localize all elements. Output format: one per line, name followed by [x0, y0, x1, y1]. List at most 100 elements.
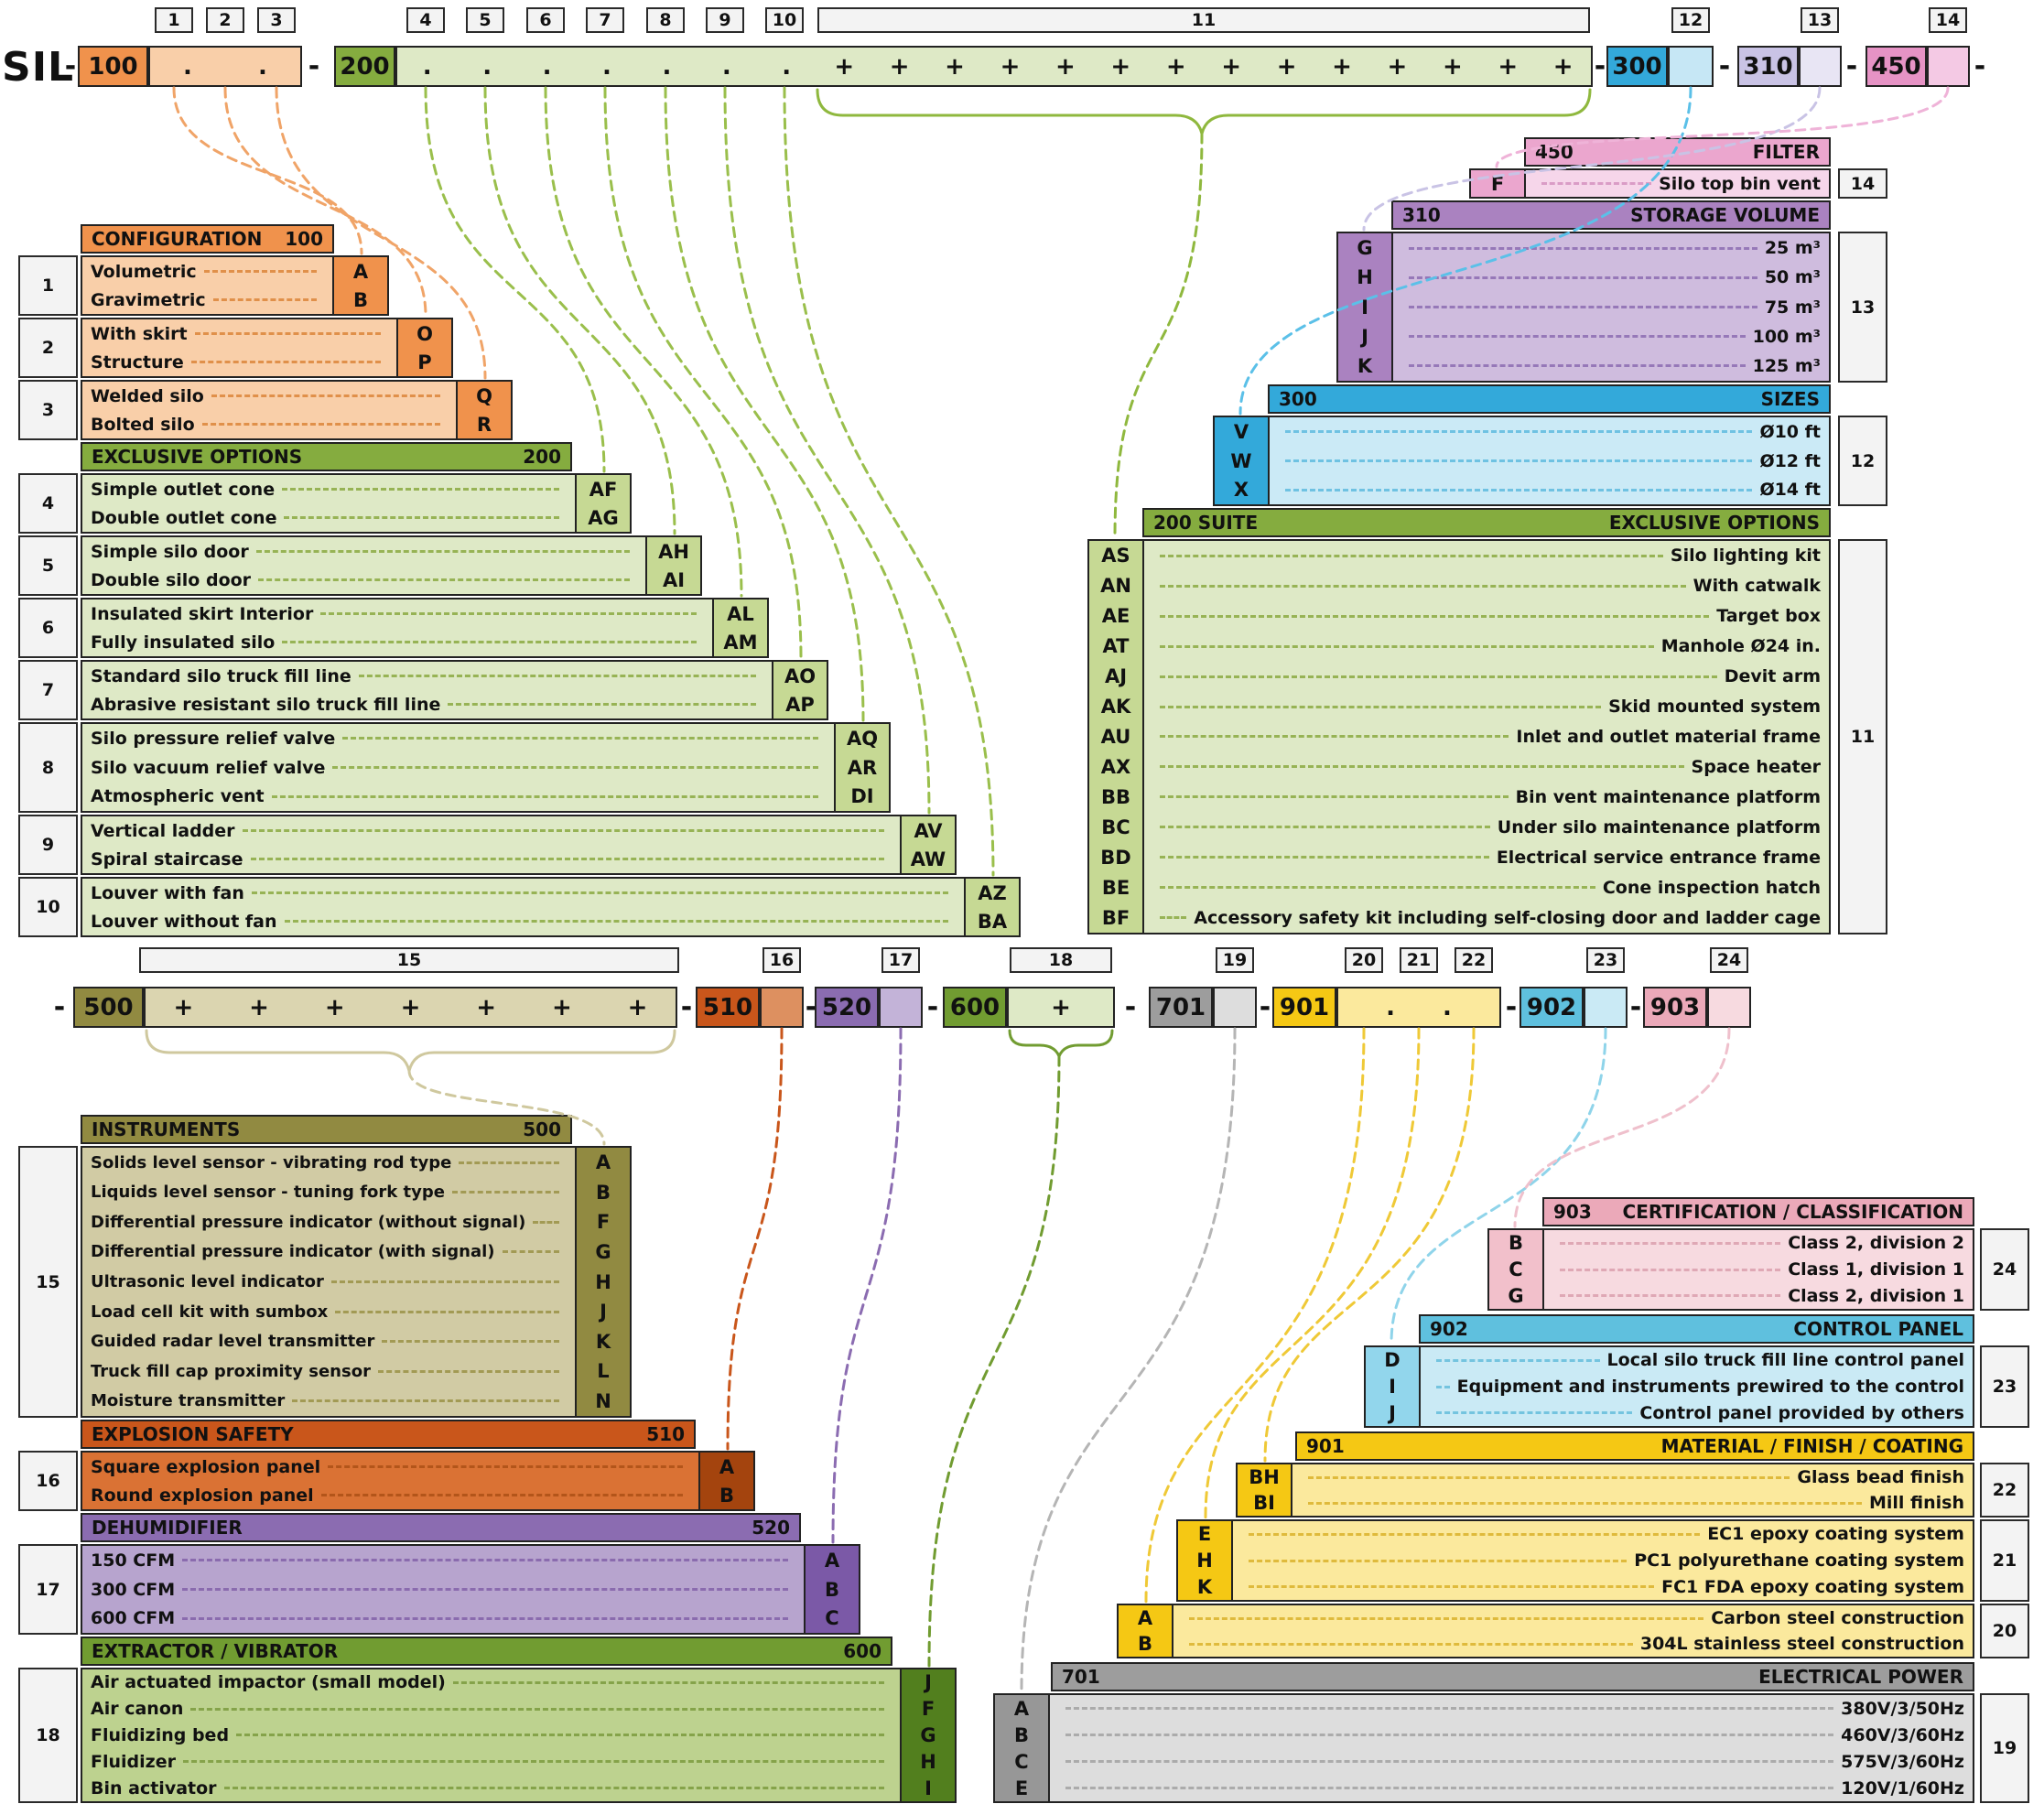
connector-seg520	[831, 1027, 903, 1544]
header-code: 500	[523, 1118, 561, 1140]
code-cell: G	[1357, 237, 1373, 260]
leader-line	[203, 270, 317, 273]
code-cell: A	[824, 1549, 840, 1572]
leader-line	[258, 578, 630, 581]
ruler-box-6: 6	[526, 7, 565, 33]
option-label: 125 m³	[1752, 355, 1821, 376]
plus: +	[173, 993, 194, 1021]
leader-line	[1160, 856, 1489, 859]
leader-line	[1436, 1411, 1633, 1415]
leader-line	[1249, 1532, 1701, 1536]
option-row: 150 CFM	[82, 1546, 804, 1575]
code-cell: AI	[662, 568, 686, 591]
connector-seg600	[927, 1054, 1061, 1668]
leader-line	[332, 766, 818, 769]
code-cell: AT	[1102, 635, 1130, 658]
code-cell: I	[1389, 1376, 1396, 1398]
code-cell: AU	[1100, 725, 1131, 748]
option-label: Cone inspection hatch	[1602, 877, 1821, 898]
ruler-box-23: 23	[1586, 947, 1625, 973]
separator: -	[1718, 50, 1731, 82]
option-label: Equipment and instruments prewired to th…	[1456, 1377, 1964, 1397]
code-cell: V	[1233, 420, 1249, 443]
code-cell: C	[1509, 1258, 1523, 1280]
option-label: Class 2, division 1	[1788, 1285, 1964, 1306]
option-label: Vertical ladder	[91, 820, 235, 841]
option-row: Simple outlet cone	[82, 475, 575, 503]
option-label: Liquids level sensor - tuning fork type	[91, 1183, 445, 1203]
code-cell: DI	[850, 785, 874, 808]
ruler-box-19: 19	[1216, 947, 1254, 973]
leader-line	[1409, 364, 1746, 368]
option-label: Double outlet cone	[91, 507, 277, 528]
option-label: Air actuated impactor (small model)	[91, 1672, 446, 1693]
segment-500: 500	[73, 987, 144, 1028]
options200-group-7: Standard silo truck fill line Abrasive r…	[81, 660, 828, 720]
sizes300-rows: V W X Ø10 ft Ø12 ft Ø14 ft	[1213, 416, 1831, 506]
option-row: Equipment and instruments prewired to th…	[1421, 1374, 1973, 1400]
group-num-8: 8	[18, 722, 78, 813]
ruler-box-12: 12	[1671, 7, 1710, 33]
option-label: Differential pressure indicator (with si…	[91, 1242, 495, 1262]
plus: +	[1498, 52, 1519, 81]
code-cell: G	[1508, 1284, 1524, 1307]
option-row: Moisture transmitter	[82, 1387, 575, 1417]
option-row: 300 CFM	[82, 1575, 804, 1604]
group-num-17: 17	[18, 1544, 78, 1635]
option-label: Electrical service entrance frame	[1496, 847, 1821, 868]
option-row: Louver with fan	[82, 879, 964, 907]
product-prefix: SIL	[2, 44, 75, 91]
option-row: Bin activator	[82, 1775, 900, 1801]
plus: +	[249, 993, 269, 1021]
segment-310-slot	[1799, 46, 1842, 87]
segment-701-slot	[1213, 987, 1257, 1028]
option-row: Insulated skirt Interior	[82, 600, 712, 628]
header-code: 450	[1535, 141, 1574, 163]
leader-line	[328, 1465, 683, 1468]
leader-line	[1249, 1585, 1655, 1589]
header-title: DEHUMIDIFIER	[92, 1517, 243, 1539]
leader-line	[271, 794, 818, 798]
segment-100: 100	[78, 46, 148, 87]
option-label: Simple outlet cone	[91, 479, 276, 500]
option-label: 460V/3/60Hz	[1841, 1724, 1964, 1745]
option-row: Glass bead finish	[1292, 1464, 1973, 1490]
option-label: Load cell kit with sumbox	[91, 1302, 329, 1322]
code-cell: BI	[1253, 1492, 1275, 1514]
plus: +	[1055, 52, 1076, 81]
option-row: Differential pressure indicator (with si…	[82, 1237, 575, 1268]
leader-line	[284, 920, 948, 923]
option-row: Local silo truck fill line control panel	[1421, 1347, 1973, 1374]
dot: .	[258, 52, 267, 81]
separator: -	[1594, 50, 1606, 82]
segment-310: 310	[1737, 46, 1799, 87]
option-label: Ultrasonic level indicator	[91, 1272, 324, 1292]
option-row: 50 m³	[1393, 263, 1829, 292]
option-row: Target box	[1144, 601, 1829, 632]
plus: +	[889, 52, 910, 81]
option-label: 150 CFM	[91, 1550, 176, 1571]
dehumidifier520-rows: 150 CFM 300 CFM 600 CFM A B C	[81, 1544, 860, 1635]
code-cell: AG	[588, 506, 619, 529]
code-cell: B	[719, 1484, 734, 1507]
option-label: Fluidizing bed	[91, 1724, 230, 1745]
plus: +	[627, 993, 648, 1021]
header-title: MATERIAL / FINISH / COATING	[1660, 1435, 1963, 1457]
plus: +	[1276, 52, 1297, 81]
segment-100-slots: ..	[148, 46, 302, 87]
connector-seg510	[726, 1027, 784, 1451]
leader-line	[502, 1250, 559, 1254]
code-cell: AZ	[978, 881, 1007, 904]
leader-line	[1436, 1385, 1450, 1388]
option-label: Accessory safety kit including self-clos…	[1194, 907, 1821, 928]
segment-200-pluses: ++++++++++++++	[817, 48, 1591, 85]
option-label: Space heater	[1691, 756, 1821, 777]
leader-line	[382, 1340, 559, 1344]
option-row: Atmospheric vent	[82, 782, 834, 811]
plus: +	[1332, 52, 1352, 81]
plus: +	[1110, 52, 1131, 81]
volume310-rows: G H I J K 25 m³ 50 m³ 75 m³ 100 m³ 125 m…	[1336, 232, 1831, 383]
leader-line	[1160, 705, 1602, 708]
